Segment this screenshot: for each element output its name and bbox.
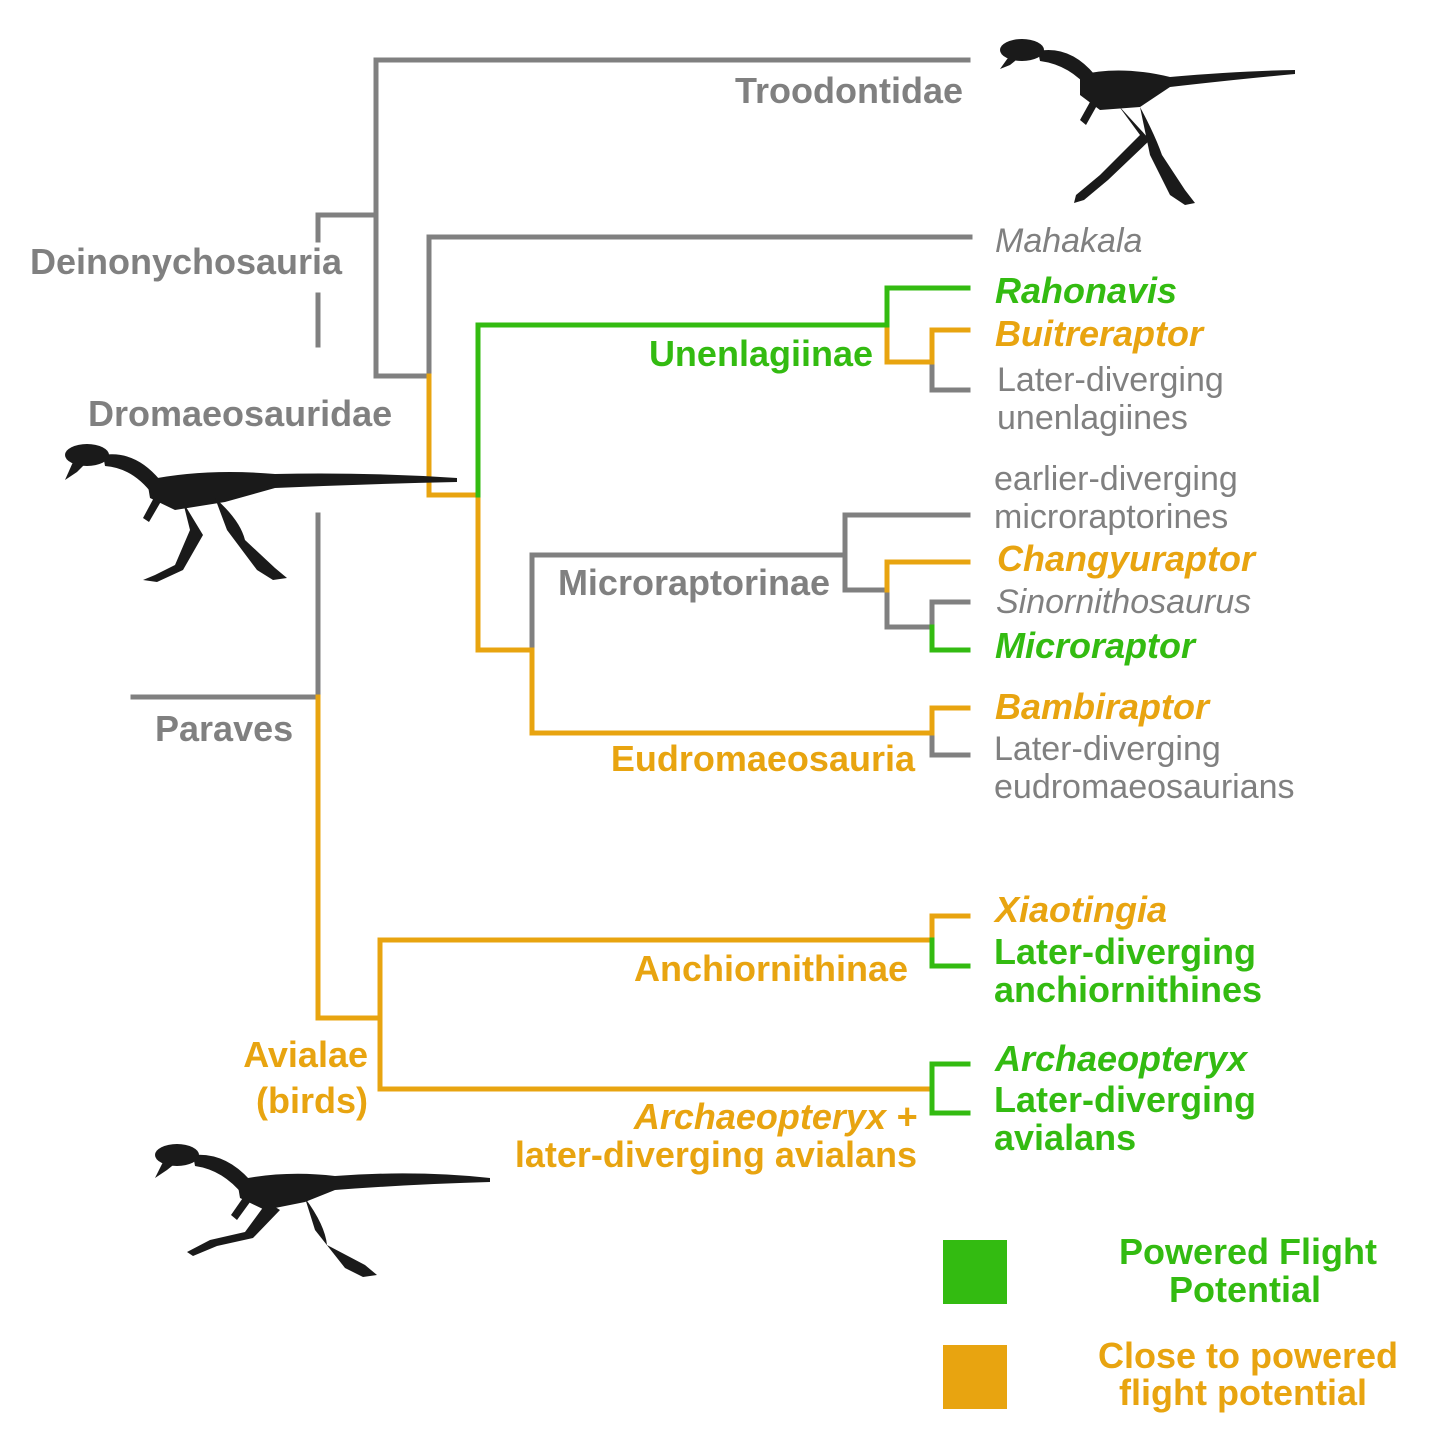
branch-microraptorinae [529, 552, 848, 653]
green-branches [475, 285, 971, 1116]
branch-troodontidae [373, 57, 971, 379]
taxon-earlier-microraptorines-line2: microraptorines [994, 498, 1228, 536]
taxon-sinornithosaurus: Sinornithosaurus [996, 583, 1251, 621]
avialan-silhouette-icon [155, 1144, 490, 1277]
taxon-later-anchiornithines-line2: anchiornithines [994, 969, 1262, 1010]
taxon-microraptor: Microraptor [995, 625, 1197, 666]
taxon-bambiraptor: Bambiraptor [995, 686, 1211, 727]
taxon-changyuraptor: Changyuraptor [997, 538, 1257, 579]
dromaeosaurid-silhouette-icon [65, 444, 457, 582]
branch-eudromaeosauria [529, 647, 935, 736]
branch-microraptorinae-inner [842, 552, 890, 593]
taxon-mahakala: Mahakala [995, 222, 1142, 260]
troodontid-silhouette-icon [1000, 39, 1295, 205]
branch-buitreraptor [929, 327, 971, 365]
taxon-later-avialans-line2: avialans [994, 1117, 1136, 1158]
branch-dromaeosauridae [426, 373, 481, 498]
legend-label-powered-flight-line1: Powered Flight [1119, 1231, 1377, 1272]
branch-archaeopteryx [929, 1061, 971, 1092]
branch-sinornithosaurus [929, 599, 971, 630]
branch-avialae [377, 937, 935, 1092]
taxon-later-avialans-line1: Later-diverging [994, 1079, 1256, 1120]
taxon-xiaotingia: Xiaotingia [993, 889, 1167, 930]
branch-sinornithosaurus-clade [884, 587, 935, 630]
legend-label-close-to-powered-line1: Close to powered [1098, 1335, 1398, 1376]
label-later-diverging-avialans-clade: later-diverging avialans [515, 1134, 917, 1175]
label-anchiornithinae: Anchiornithinae [634, 948, 908, 989]
label-microraptorinae: Microraptorinae [558, 562, 830, 603]
label-avialae: Avialae [243, 1034, 368, 1075]
branch-bambiraptor [929, 705, 971, 736]
legend-label-close-to-powered-line2: flight potential [1119, 1372, 1367, 1413]
taxon-archaeopteryx: Archaeopteryx [994, 1038, 1249, 1079]
branch-microraptorine-eudromaeosaur [475, 492, 535, 653]
legend-swatch-close-to-powered [943, 1345, 1007, 1409]
branch-earlier-microraptorines [842, 512, 971, 558]
label-paraves: Paraves [155, 708, 293, 749]
taxon-later-anchiornithines-line1: Later-diverging [994, 931, 1256, 972]
label-eudromaeosauria: Eudromaeosauria [611, 738, 916, 779]
legend-swatch-powered-flight [943, 1240, 1007, 1304]
label-deinonychosauria: Deinonychosauria [30, 241, 343, 282]
label-archaeopteryx-clade: Archaeopteryx + [633, 1096, 917, 1137]
branch-rahonavis [884, 285, 971, 328]
branch-unenlagiine-inner [884, 322, 935, 365]
orange-branches [315, 322, 971, 1092]
label-troodontidae: Troodontidae [735, 70, 963, 111]
branch-mahakala [426, 234, 973, 379]
branch-later-anchiornithines [929, 937, 971, 969]
taxon-earlier-microraptorines-line1: earlier-diverging [994, 460, 1238, 498]
legend-label-powered-flight-line2: Potential [1169, 1269, 1321, 1310]
branch-later-eudromaeosaurians [929, 730, 971, 758]
gray-branches [130, 57, 973, 758]
branch-avialae-stem [315, 694, 383, 1021]
legend: Powered Flight Potential Close to powere… [943, 1231, 1398, 1413]
label-unenlagiinae: Unenlagiinae [649, 333, 873, 374]
taxon-later-unenlagiines-line2: unenlagiines [997, 399, 1188, 437]
taxon-later-eudromaeosaurians-line2: eudromaeosaurians [994, 768, 1295, 806]
label-dromaeosauridae: Dromaeosauridae [88, 393, 392, 434]
taxon-buitreraptor: Buitreraptor [995, 313, 1205, 354]
branch-changyuraptor [884, 559, 971, 593]
branch-paraves-stem [130, 512, 321, 700]
branch-microraptor [929, 624, 971, 653]
branch-xiaotingia [929, 913, 971, 943]
branch-later-unenlagiines [929, 359, 971, 393]
taxon-rahonavis: Rahonavis [995, 270, 1177, 311]
taxon-later-unenlagiines-line1: Later-diverging [997, 361, 1224, 399]
taxon-later-eudromaeosaurians-line1: Later-diverging [994, 730, 1221, 768]
branch-unenlagiinae [475, 322, 890, 498]
label-birds: (birds) [256, 1080, 368, 1121]
branch-later-avialans [929, 1086, 971, 1116]
